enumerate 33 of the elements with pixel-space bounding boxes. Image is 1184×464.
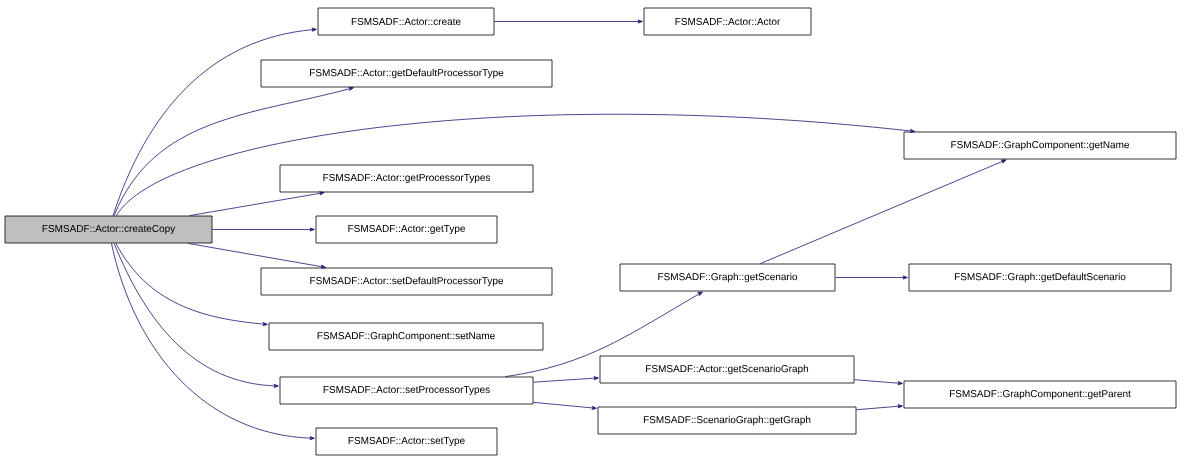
arrow bbox=[533, 376, 599, 383]
arrow bbox=[533, 401, 597, 410]
function-box: FSMSADF::Actor::getScenarioGraph bbox=[599, 355, 855, 384]
arrow bbox=[212, 227, 315, 232]
arrow bbox=[111, 243, 315, 441]
function-box: FSMSADF::Actor::getType bbox=[315, 215, 498, 244]
function-box: FSMSADF::Actor::Actor bbox=[643, 7, 812, 36]
arrow bbox=[505, 291, 703, 377]
function-box: FSMSADF::Actor::getDefaultProcessorType bbox=[260, 59, 553, 88]
function-box: FSMSADF::Actor::setProcessorTypes bbox=[279, 376, 534, 405]
arrow bbox=[113, 86, 354, 216]
function-box: FSMSADF::Actor::setType bbox=[315, 427, 498, 456]
arrow bbox=[854, 379, 903, 386]
arrow bbox=[112, 27, 317, 216]
arrow bbox=[115, 243, 268, 327]
arrow bbox=[494, 19, 643, 24]
function-box: FSMSADF::Actor::getProcessorTypes bbox=[279, 164, 534, 193]
arrow bbox=[856, 404, 903, 411]
function-box: FSMSADF::Actor::create bbox=[317, 7, 495, 36]
arrow bbox=[759, 159, 1007, 264]
function-box: FSMSADF::Graph::getDefaultScenario bbox=[908, 263, 1172, 292]
function-box: FSMSADF::GraphComponent::getParent bbox=[903, 380, 1177, 409]
arrow bbox=[113, 243, 279, 388]
arrow bbox=[189, 191, 325, 216]
function-box: FSMSADF::Actor::setDefaultProcessorType bbox=[260, 267, 553, 296]
function-box: FSMSADF::Actor::createCopy bbox=[4, 215, 213, 244]
arrow bbox=[116, 113, 916, 216]
arrow bbox=[835, 275, 908, 280]
function-box: FSMSADF::GraphComponent::getName bbox=[903, 131, 1177, 160]
function-box: FSMSADF::ScenarioGraph::getGraph bbox=[597, 406, 857, 435]
function-box: FSMSADF::Graph::getScenario bbox=[619, 263, 836, 292]
function-box: FSMSADF::GraphComponent::setName bbox=[268, 322, 544, 351]
arrow bbox=[187, 243, 327, 269]
